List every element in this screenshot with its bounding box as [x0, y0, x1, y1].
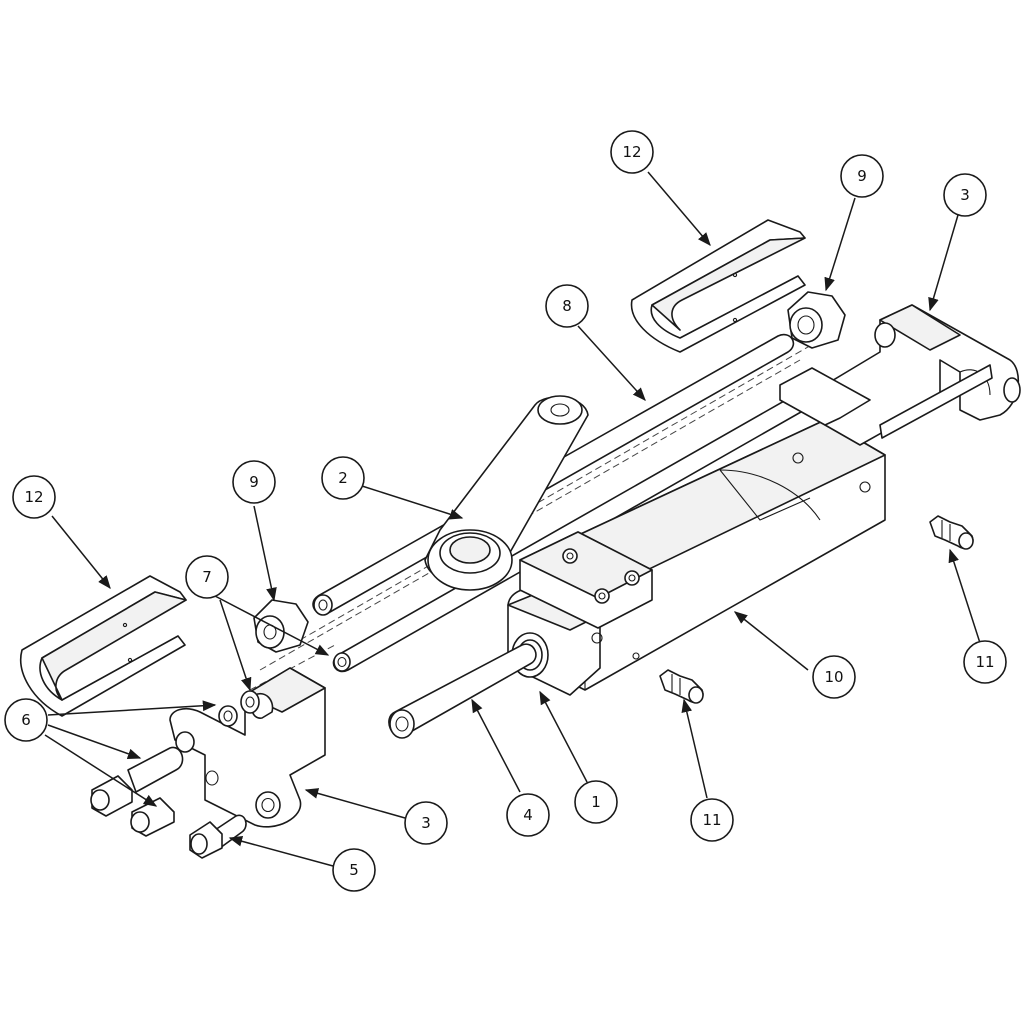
svg-text:10: 10 [824, 668, 843, 686]
callouts: 12 9 3 8 2 9 12 7 [4, 130, 1007, 892]
callout-10: 10 [812, 655, 856, 699]
washers [218, 690, 260, 727]
callout-11-right: 11 [963, 640, 1007, 684]
callout-3-left: 3 [404, 801, 448, 845]
svg-text:5: 5 [349, 861, 359, 879]
svg-text:2: 2 [338, 469, 348, 487]
callout-1: 1 [574, 780, 618, 824]
cover-clip-left [20, 575, 187, 717]
svg-text:7: 7 [202, 568, 212, 586]
piston-rod [388, 643, 537, 739]
svg-text:11: 11 [975, 653, 994, 671]
grease-fitting-right [929, 515, 974, 550]
grease-fitting-center [659, 669, 704, 704]
callout-12-left: 12 [12, 475, 56, 519]
callout-9-left: 9 [232, 460, 276, 504]
svg-text:9: 9 [857, 167, 867, 185]
svg-text:3: 3 [421, 814, 431, 832]
svg-text:6: 6 [21, 711, 31, 729]
mounting-bracket-right [779, 304, 1021, 446]
leader-lines [44, 171, 981, 867]
svg-text:9: 9 [249, 473, 259, 491]
callout-11-center: 11 [690, 798, 734, 842]
hex-nut-top [787, 291, 846, 349]
svg-text:11: 11 [702, 811, 721, 829]
callout-9-top: 9 [840, 154, 884, 198]
svg-text:12: 12 [622, 143, 641, 161]
callout-3-top: 3 [943, 173, 987, 217]
clamp-block [519, 531, 653, 629]
callout-8: 8 [545, 284, 589, 328]
callout-2: 2 [321, 456, 365, 500]
svg-text:4: 4 [523, 806, 533, 824]
svg-text:3: 3 [960, 186, 970, 204]
callout-4: 4 [506, 793, 550, 837]
tiller-arm [424, 395, 589, 591]
callout-12-top: 12 [610, 130, 654, 174]
bushings [90, 746, 184, 837]
callout-7: 7 [185, 555, 229, 599]
cover-clip-top [630, 219, 806, 353]
svg-text:8: 8 [562, 297, 572, 315]
hex-nut-left [253, 599, 309, 653]
svg-text:1: 1 [591, 793, 601, 811]
svg-text:12: 12 [24, 488, 43, 506]
callout-5: 5 [332, 848, 376, 892]
bolt [189, 814, 247, 859]
callout-6: 6 [4, 698, 48, 742]
